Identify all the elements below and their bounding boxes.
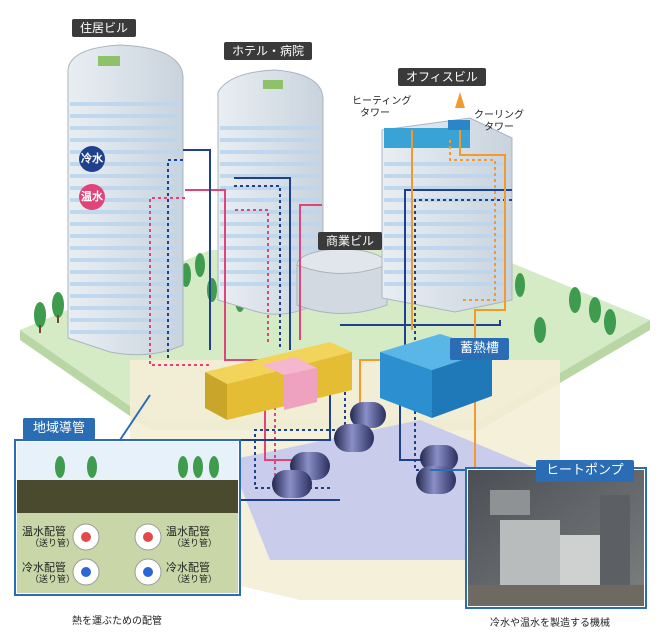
heating-tower-label-1: ヒーティング xyxy=(352,96,412,107)
district-pipe-inset xyxy=(14,394,241,596)
cold-pipe-left-sub: （送り管） xyxy=(30,575,76,585)
cooling-tower-label-2: タワー xyxy=(484,122,514,133)
cold-pipe-right-label: 冷水配管 xyxy=(166,561,210,574)
office-building-tag: オフィスビル xyxy=(398,68,486,86)
hot-pipe-right-label: 温水配管 xyxy=(166,525,210,538)
heat-pump-photo-inset xyxy=(430,467,647,609)
hot-pipe-left-sub: （送り管） xyxy=(30,539,76,549)
cold-pipe-right-sub: （送り管） xyxy=(172,575,218,585)
commercial-building-tag: 商業ビル xyxy=(318,232,383,250)
heat-pump-tag: ヒートポンプ xyxy=(536,460,634,482)
district-pipe-tag: 地域導管 xyxy=(23,418,96,440)
thermal-storage-tag: 蓄熱槽 xyxy=(450,338,510,360)
hot-pipe-left-label: 温水配管 xyxy=(22,525,66,538)
cooling-tower-label-1: クーリング xyxy=(474,110,524,121)
hotel-building-tag: ホテル・病院 xyxy=(224,42,313,60)
heat-pump-cylinders xyxy=(272,402,458,498)
cold-pipe-left-label: 冷水配管 xyxy=(22,561,66,574)
heat-pump-caption: 冷水や温水を製造する機械 xyxy=(490,618,610,629)
heat-exchanger-block xyxy=(205,342,352,420)
hot-water-badge: 温水 xyxy=(79,184,105,210)
hot-pipe-right-sub: （送り管） xyxy=(172,539,218,549)
residential-building-tag: 住居ビル xyxy=(72,19,137,37)
district-pipe-caption: 熱を運ぶための配管 xyxy=(72,616,162,627)
residential-building xyxy=(67,44,184,356)
commercial-building xyxy=(296,248,388,314)
cold-water-badge: 冷水 xyxy=(79,146,105,172)
heating-tower-label-2: タワー xyxy=(360,108,390,119)
tower-pipes xyxy=(359,130,506,470)
